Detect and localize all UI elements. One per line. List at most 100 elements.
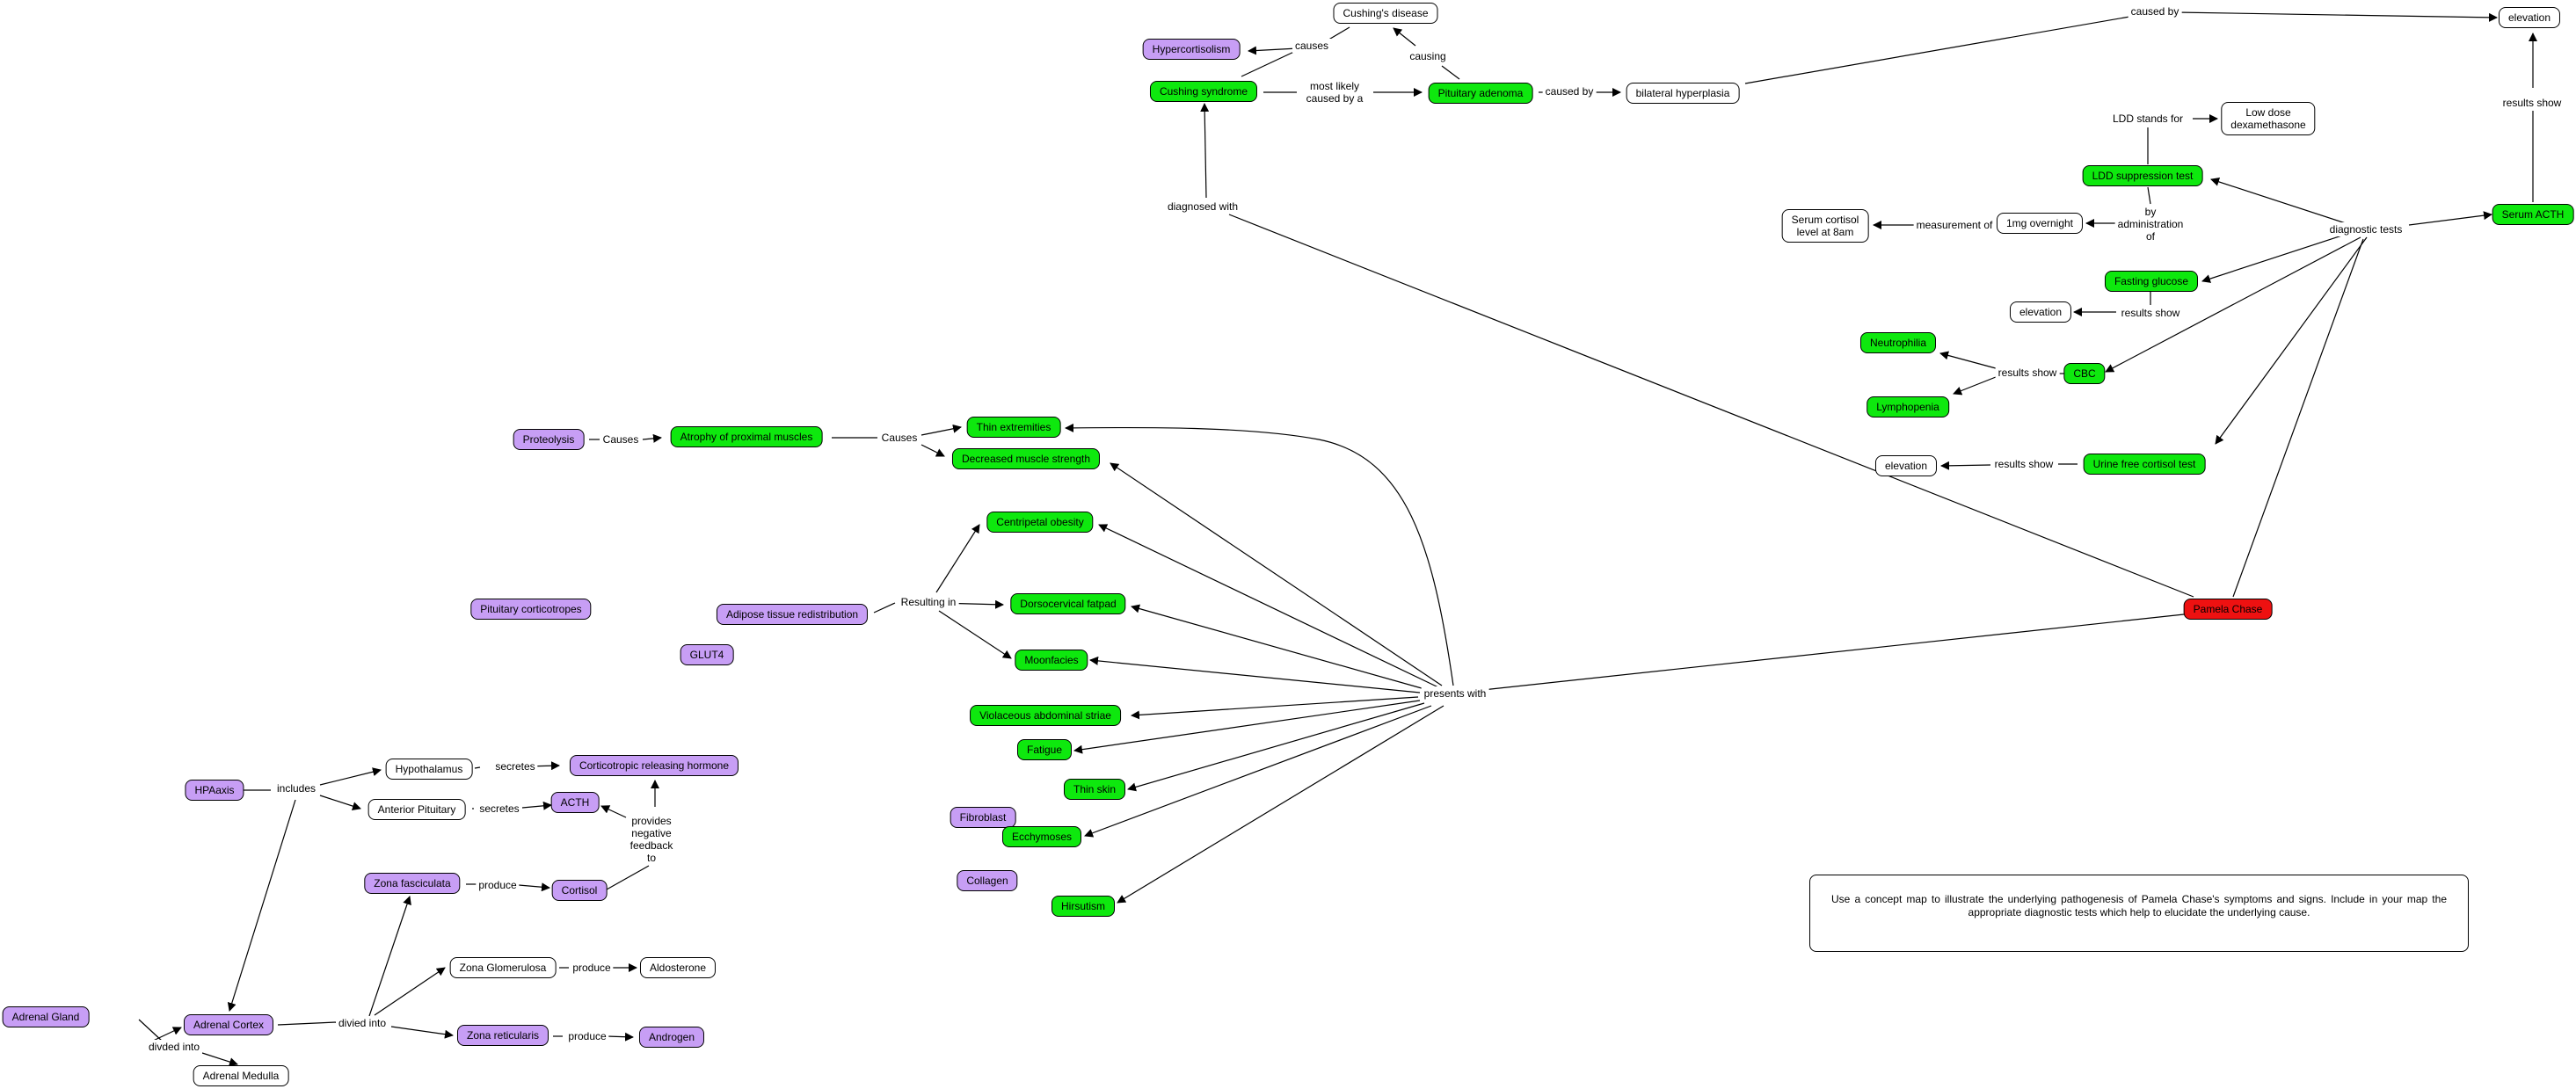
edge-presents-hirsutism <box>1117 705 1444 904</box>
node-zona-glomerulosa[interactable]: Zona Glomerulosa <box>449 957 557 978</box>
edge-produce-cortisol <box>518 882 550 892</box>
node-1mg-overnight[interactable]: 1mg overnight <box>1996 213 2084 234</box>
edge-presents-moonfacies <box>1089 656 1421 693</box>
edge-presents-thinextremities <box>1065 423 1454 686</box>
edge-causes-hypercortisolism <box>1248 46 1299 55</box>
label-secretes-1: secretes <box>492 759 538 773</box>
node-dorsocervical-fatpad[interactable]: Dorsocervical fatpad <box>1010 593 1126 614</box>
label-causes-atrophy: Causes <box>878 431 921 445</box>
label-results-show-urine: results show <box>1991 457 2056 471</box>
node-fibroblast[interactable]: Fibroblast <box>950 807 1016 828</box>
node-adipose-redistribution[interactable]: Adipose tissue redistribution <box>716 604 869 625</box>
edge-causes-decreasedstrength <box>921 444 945 457</box>
node-cortisol[interactable]: Cortisol <box>551 880 608 901</box>
label-caused-by-1: caused by <box>1542 84 1597 98</box>
node-moonfacies[interactable]: Moonfacies <box>1015 650 1088 671</box>
node-serum-cortisol[interactable]: Serum cortisol level at 8am <box>1781 209 1869 243</box>
node-pituitary-adenoma[interactable]: Pituitary adenoma <box>1428 83 1533 104</box>
node-aldosterone[interactable]: Aldosterone <box>639 957 717 978</box>
node-ecchymoses[interactable]: Ecchymoses <box>1001 826 1082 847</box>
label-measurement-of: measurement of <box>1913 218 1996 232</box>
node-hypothalamus[interactable]: Hypothalamus <box>385 759 473 780</box>
node-adrenal-gland[interactable]: Adrenal Gland <box>2 1006 90 1027</box>
node-zona-reticularis[interactable]: Zona reticularis <box>456 1025 549 1046</box>
edge-diagtests-cbc <box>2105 236 2361 373</box>
edge-resultsshow-elevation-urine <box>1940 461 1991 470</box>
node-bilateral-hyperplasia[interactable]: bilateral hyperplasia <box>1626 83 1740 104</box>
node-glut4[interactable]: GLUT4 <box>680 644 734 665</box>
node-elevation-urine[interactable]: elevation <box>1874 455 1938 476</box>
node-hypercortisolism[interactable]: Hypercortisolism <box>1142 39 1241 60</box>
node-cushing-syndrome[interactable]: Cushing syndrome <box>1149 81 1258 102</box>
edge-produce-androgen <box>606 1032 634 1042</box>
edge-pamela-diagtests <box>2232 238 2364 598</box>
node-collagen[interactable]: Collagen <box>957 870 1018 891</box>
node-hpa-axis[interactable]: HPAaxis <box>185 780 244 801</box>
label-resulting-in: Resulting in <box>898 595 959 609</box>
node-ldd-suppression-test[interactable]: LDD suppression test <box>2082 165 2203 186</box>
node-thin-extremities[interactable]: Thin extremities <box>966 417 1061 438</box>
node-low-dose-dexamethasone[interactable]: Low dose dexamethasone <box>2221 102 2316 135</box>
instruction-note: Use a concept map to illustrate the unde… <box>1809 875 2469 952</box>
edge-presents-dorsocervical <box>1131 604 1429 691</box>
node-androgen[interactable]: Androgen <box>638 1027 705 1048</box>
node-centripetal-obesity[interactable]: Centripetal obesity <box>986 512 1094 533</box>
node-cbc[interactable]: CBC <box>2063 363 2106 384</box>
edge-cortisol-feedback <box>606 865 650 890</box>
label-causes: causes <box>1292 39 1332 53</box>
edge-causes-atrophy <box>642 433 662 443</box>
edge-diagtests-acth <box>2408 211 2492 226</box>
node-adrenal-cortex[interactable]: Adrenal Cortex <box>183 1014 274 1035</box>
label-produce-2: produce <box>570 961 614 975</box>
node-crh[interactable]: Corticotropic releasing hormone <box>569 755 739 776</box>
edge-pamela-diagnosedwith <box>1228 214 2194 598</box>
label-secretes-2: secretes <box>477 802 522 816</box>
node-atrophy-proximal-muscles[interactable]: Atrophy of proximal muscles <box>670 426 823 447</box>
edge-adenoma-causing <box>1441 65 1460 80</box>
edge-diagtests-urine <box>2215 236 2368 445</box>
label-divied-into: divied into <box>335 1016 389 1030</box>
label-results-show-acth: results show <box>2500 96 2565 110</box>
edge-presents-fatigue <box>1073 700 1421 754</box>
edge-includes-anteriorpituitary <box>319 795 361 810</box>
node-serum-acth[interactable]: Serum ACTH <box>2492 204 2574 225</box>
edge-divied-fasciculata <box>368 896 411 1017</box>
edge-causes-thinextremities <box>921 424 962 436</box>
node-thin-skin[interactable]: Thin skin <box>1063 779 1126 800</box>
node-hirsutism[interactable]: Hirsutism <box>1052 896 1115 917</box>
node-pituitary-corticotropes[interactable]: Pituitary corticotropes <box>470 599 592 620</box>
label-divded-into: divded into <box>145 1040 203 1054</box>
node-elevation-glucose[interactable]: elevation <box>2009 301 2072 323</box>
label-diagnosed-with: diagnosed with <box>1164 200 1241 214</box>
node-acth[interactable]: ACTH <box>550 792 600 813</box>
edge-includes-hypothalamus <box>319 767 382 786</box>
edge-resultsshow-neutrophilia <box>1939 351 1997 369</box>
edge-adipose-resultingin <box>873 602 896 613</box>
node-decreased-muscle-strength[interactable]: Decreased muscle strength <box>951 448 1101 469</box>
node-violaceous-striae[interactable]: Violaceous abdominal striae <box>970 705 1121 726</box>
label-caused-by-2: caused by <box>2128 4 2182 18</box>
edge-ldd-administration <box>2147 186 2151 205</box>
node-fatigue[interactable]: Fatigue <box>1016 739 1073 760</box>
edge-causedby-elevation <box>2175 11 2498 22</box>
edge-presents-violaceous <box>1131 696 1419 720</box>
node-anterior-pituitary[interactable]: Anterior Pituitary <box>367 799 466 820</box>
node-fasting-glucose[interactable]: Fasting glucose <box>2104 271 2199 292</box>
node-neutrophilia[interactable]: Neutrophilia <box>1859 332 1937 353</box>
node-elevation-top[interactable]: elevation <box>2498 7 2561 28</box>
node-urine-free-cortisol[interactable]: Urine free cortisol test <box>2083 454 2206 475</box>
node-pamela-chase[interactable]: Pamela Chase <box>2183 599 2273 620</box>
node-cushings-disease[interactable]: Cushing's disease <box>1333 3 1438 24</box>
edge-divied-reticularis <box>390 1026 454 1039</box>
node-proteolysis[interactable]: Proteolysis <box>513 429 585 450</box>
edge-secretes-acth <box>521 801 552 810</box>
label-produce-1: produce <box>476 878 520 892</box>
edge-cortex-divied <box>277 1021 337 1026</box>
node-zona-fasciculata[interactable]: Zona fasciculata <box>364 873 461 894</box>
edge-causing-disease <box>1393 27 1416 47</box>
node-lymphopenia[interactable]: Lymphopenia <box>1867 396 1949 417</box>
label-presents-with: presents with <box>1421 686 1489 701</box>
label-results-show-cbc: results show <box>1995 366 2060 380</box>
node-adrenal-medulla[interactable]: Adrenal Medulla <box>193 1065 289 1086</box>
